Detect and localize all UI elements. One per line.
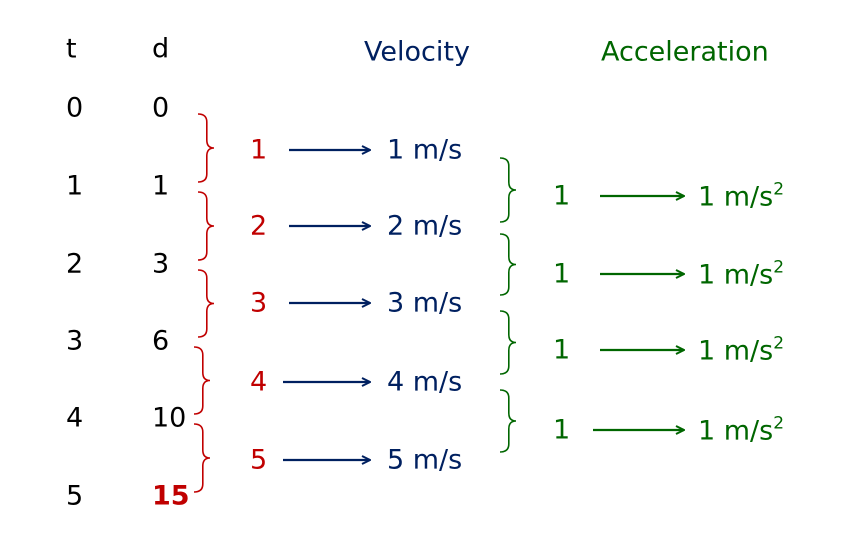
velocity-difference: 1 bbox=[553, 180, 571, 212]
distance-difference: 5 bbox=[250, 444, 268, 476]
green-brace bbox=[499, 310, 517, 375]
velocity-value: 3 m/s bbox=[387, 287, 463, 319]
velocity-difference: 1 bbox=[553, 334, 571, 366]
header-acceleration: Acceleration bbox=[601, 36, 769, 68]
velocity-value: 5 m/s bbox=[387, 444, 463, 476]
time-value: 5 bbox=[66, 480, 84, 512]
green-brace bbox=[499, 157, 517, 223]
green-brace bbox=[499, 233, 517, 296]
acceleration-value: 1 m/s2 bbox=[698, 179, 785, 213]
red-brace bbox=[197, 113, 215, 183]
red-brace bbox=[197, 191, 215, 261]
velocity-value: 1 m/s bbox=[387, 134, 463, 166]
exponent: 2 bbox=[773, 333, 785, 354]
distance-value: 3 bbox=[152, 248, 170, 280]
distance-difference: 3 bbox=[250, 287, 268, 319]
time-value: 4 bbox=[66, 402, 84, 434]
red-brace bbox=[193, 346, 211, 415]
time-value: 3 bbox=[66, 325, 84, 357]
velocity-difference: 1 bbox=[553, 414, 571, 446]
red-brace bbox=[197, 269, 215, 338]
green-brace bbox=[499, 389, 517, 453]
velocity-value: 4 m/s bbox=[387, 366, 463, 398]
exponent: 2 bbox=[773, 257, 785, 278]
velocity-difference: 1 bbox=[553, 258, 571, 290]
time-value: 1 bbox=[66, 170, 84, 202]
distance-difference: 1 bbox=[250, 134, 268, 166]
velocity-value: 2 m/s bbox=[387, 210, 463, 242]
distance-value: 6 bbox=[152, 325, 170, 357]
time-value: 2 bbox=[66, 248, 84, 280]
header-distance: d bbox=[152, 33, 170, 65]
distance-difference: 4 bbox=[250, 366, 268, 398]
acceleration-value: 1 m/s2 bbox=[698, 257, 785, 291]
time-value: 0 bbox=[66, 92, 84, 124]
distance-value: 0 bbox=[152, 92, 170, 124]
distance-value: 10 bbox=[152, 402, 187, 434]
distance-value-highlighted: 15 bbox=[152, 480, 190, 512]
header-time: t bbox=[66, 33, 77, 65]
distance-difference: 2 bbox=[250, 210, 268, 242]
acceleration-value: 1 m/s2 bbox=[698, 333, 785, 367]
exponent: 2 bbox=[773, 413, 785, 434]
red-brace bbox=[193, 423, 211, 493]
header-velocity: Velocity bbox=[364, 36, 470, 68]
exponent: 2 bbox=[773, 179, 785, 200]
acceleration-value: 1 m/s2 bbox=[698, 413, 785, 447]
distance-value: 1 bbox=[152, 170, 170, 202]
